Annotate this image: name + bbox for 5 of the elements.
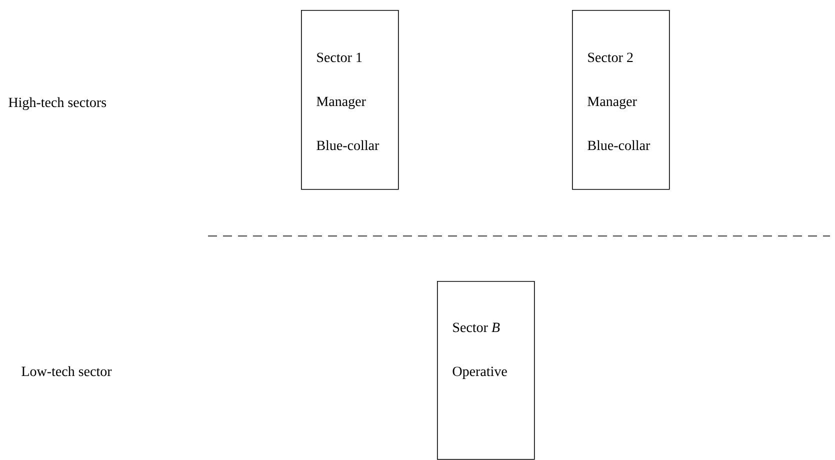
sector-box: Sector 1 Manager Blue-collar (301, 10, 399, 190)
row-label: High-tech sectors (8, 97, 106, 110)
sector-box: Sector B Operative (437, 280, 535, 460)
row-label: Low-tech sector (22, 366, 112, 376)
sector-box: Sector 2 Manager Blue-collar (572, 10, 670, 190)
